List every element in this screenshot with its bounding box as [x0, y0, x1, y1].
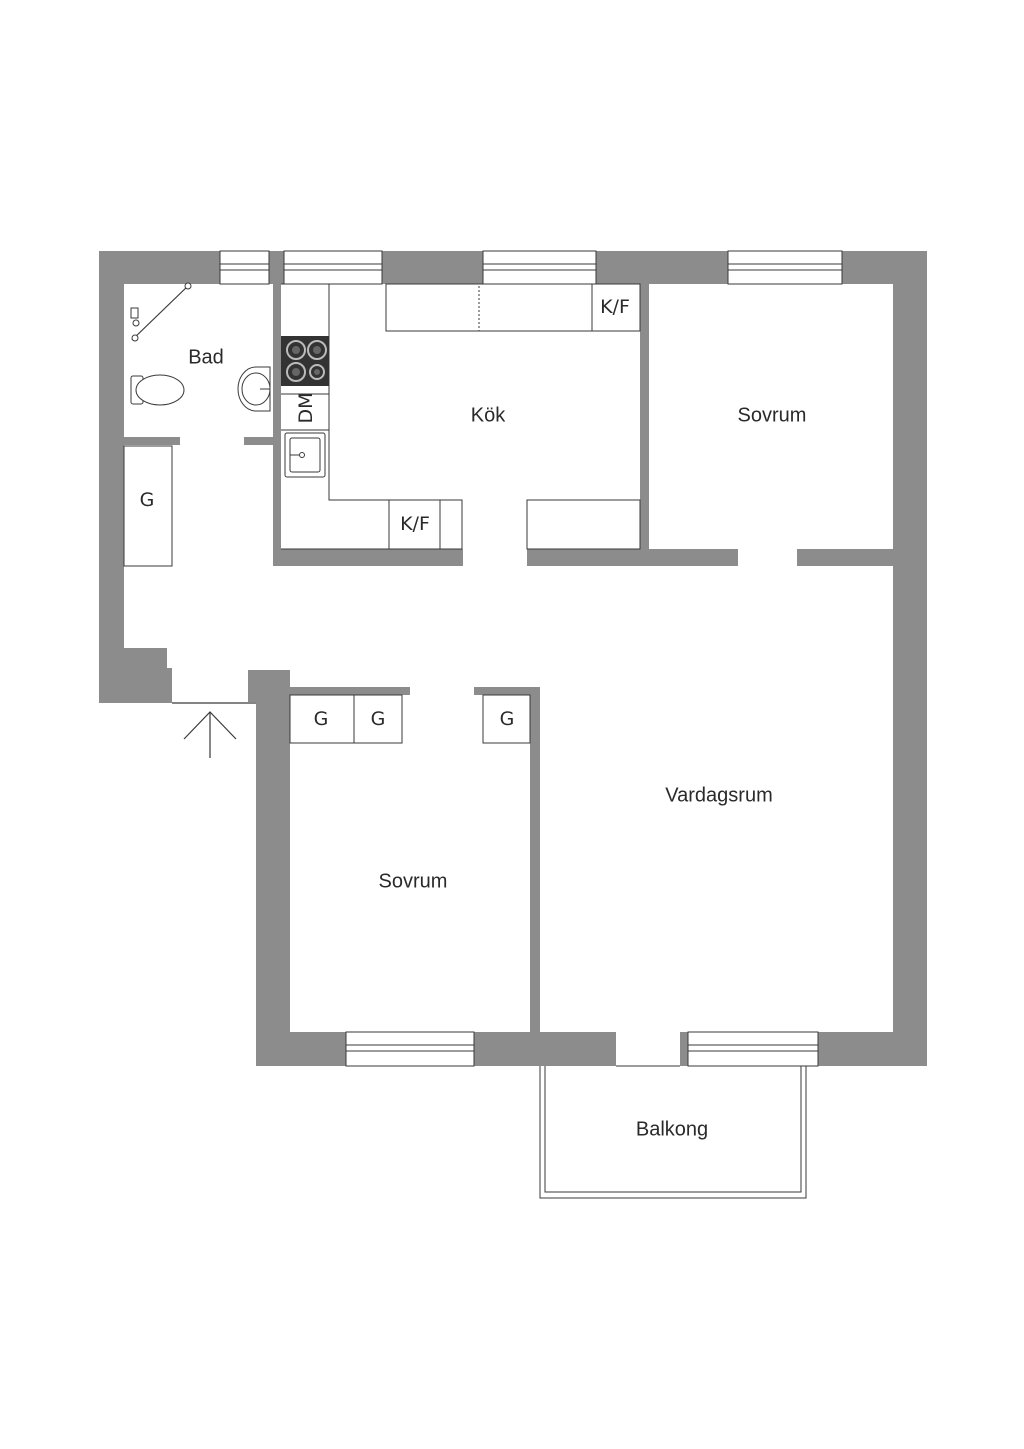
wardrobe-label-2: G: [370, 708, 386, 730]
window-kitchen-1: [283, 250, 383, 285]
window-bath: [219, 250, 270, 285]
washbasin-icon: [237, 366, 271, 412]
room-label-kok: Kök: [470, 404, 506, 427]
sink-icon: [284, 432, 326, 478]
entrance-arrow-icon: [172, 702, 256, 758]
wardrobe-label-3: G: [499, 708, 515, 730]
room-label-balkong: Balkong: [635, 1118, 709, 1141]
hall-wardrobe: [123, 445, 173, 567]
fridge-freezer-label-bottom: K/F: [400, 513, 430, 535]
window-kitchen-2: [482, 250, 597, 285]
toilet-icon: [130, 374, 185, 406]
room-label-bad: Bad: [188, 346, 224, 369]
exterior-walls: [99, 251, 927, 1066]
stove-icon: [281, 336, 329, 386]
wardrobe-label-1: G: [313, 708, 329, 730]
balcony: [539, 1066, 807, 1199]
fridge-freezer-label-top: K/F: [600, 296, 630, 318]
room-label-vardagsrum: Vardagsrum: [665, 784, 773, 807]
dishwasher-label: DM: [295, 392, 317, 424]
windows: [219, 250, 843, 1067]
bedroom-wardrobes: [289, 694, 531, 744]
room-label-sovrum-bottom: Sovrum: [378, 870, 448, 893]
window-bedroom-top: [727, 250, 843, 285]
wardrobe-label-hall: G: [139, 489, 155, 511]
shower-icon: [130, 282, 192, 342]
window-bedroom-bottom: [345, 1031, 475, 1067]
kitchen-counters: [281, 283, 641, 550]
interior-walls: [124, 284, 893, 1032]
window-living-room: [687, 1031, 819, 1067]
room-label-sovrum-top: Sovrum: [737, 404, 807, 427]
